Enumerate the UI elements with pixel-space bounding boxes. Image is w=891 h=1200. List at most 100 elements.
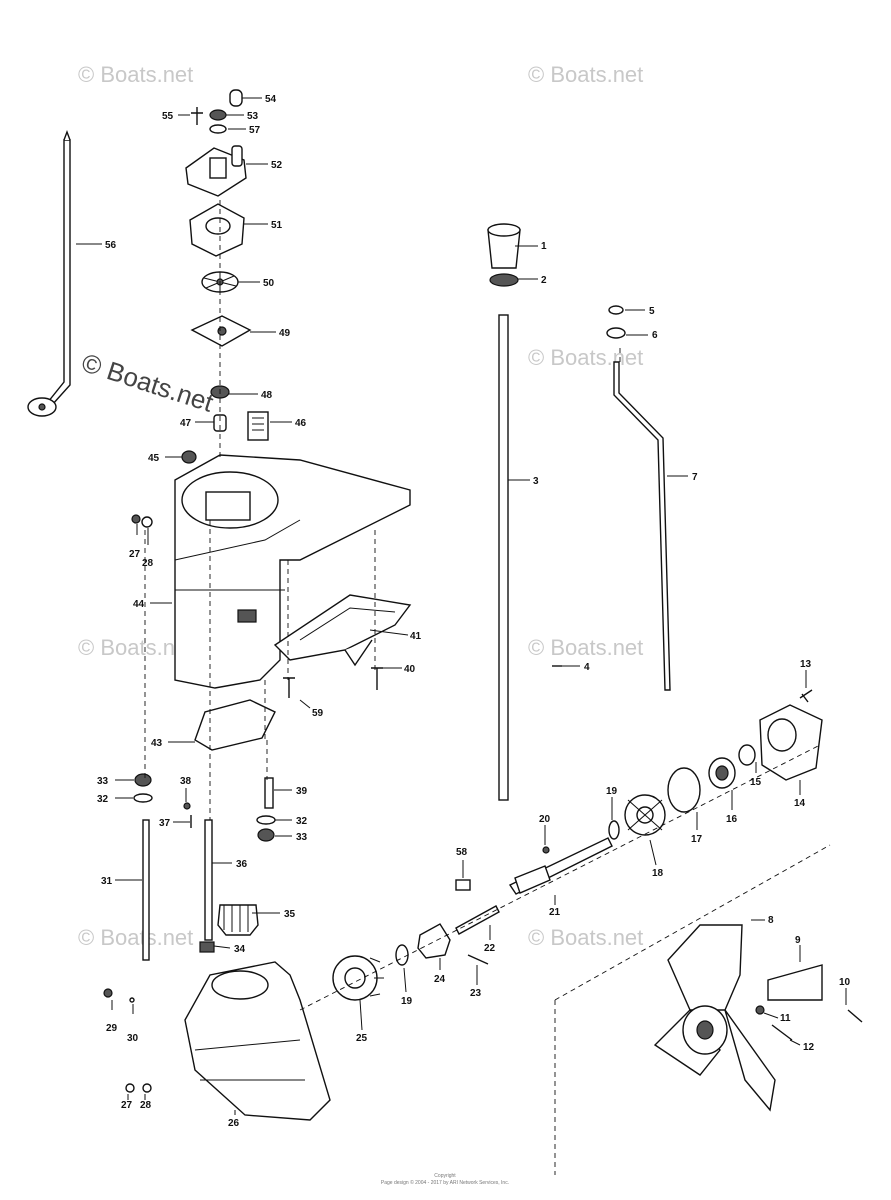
washer-part [606, 327, 626, 339]
part-label: 52 [271, 160, 283, 171]
bearing-part [708, 757, 736, 789]
part-label: 51 [271, 220, 283, 231]
cotter-pin-part [847, 1009, 863, 1023]
part-label: 20 [539, 814, 551, 825]
seal-part [738, 744, 756, 766]
watermark: © Boats.net [528, 345, 643, 370]
part-label: 27 [121, 1100, 133, 1111]
bushing-top [487, 223, 521, 237]
part-label: 31 [101, 876, 113, 887]
alignment-lines [144, 200, 831, 1175]
part-label: 3 [533, 476, 539, 487]
part-label: 57 [249, 125, 261, 136]
thrust-washer-part [608, 820, 620, 840]
part-label: 1 [541, 241, 547, 252]
washer-part [256, 815, 276, 825]
cavitation-plate-part [273, 594, 412, 667]
part-label: 17 [691, 834, 703, 845]
pin-part [229, 89, 243, 107]
screw-part [371, 667, 383, 690]
part-label: 11 [780, 1013, 791, 1024]
part-label: 16 [726, 814, 738, 825]
bearing-housing-part [759, 704, 823, 781]
part-label: 25 [356, 1033, 368, 1044]
seal-part [209, 109, 227, 121]
part-label: 34 [234, 944, 246, 955]
part-label: 38 [180, 776, 192, 787]
plug-part [103, 988, 113, 998]
dowel-part [183, 802, 191, 810]
part-label: 4 [584, 662, 590, 673]
watermark: © Boats.net [78, 925, 193, 950]
drive-pin-part [771, 1024, 793, 1041]
nut-part [257, 828, 275, 842]
part-label: 26 [228, 1118, 240, 1129]
shift-rod-part [613, 361, 671, 691]
o-ring-part [608, 305, 624, 315]
part-label: 32 [296, 816, 308, 827]
part-label: 6 [652, 330, 658, 341]
part-label: 30 [127, 1033, 139, 1044]
forward-gear-part [332, 955, 384, 1001]
screw-part [799, 689, 813, 703]
part-label: 21 [549, 907, 561, 918]
part-label: 5 [649, 306, 655, 317]
part-label: 32 [97, 794, 109, 805]
part-label: 22 [484, 943, 496, 954]
drive-shaft-housing-part [174, 454, 411, 689]
retainer-part [199, 941, 215, 953]
washer-part [133, 793, 153, 803]
screw-part [125, 1083, 135, 1093]
pin-part [467, 954, 489, 965]
shift-rod-part [27, 130, 71, 417]
footer-line: Copyright [434, 1173, 456, 1179]
part-label: 33 [97, 776, 109, 787]
part-label: 28 [142, 558, 154, 569]
ball-part [542, 846, 550, 854]
impeller-housing-part [189, 203, 245, 257]
part-label: 18 [652, 868, 664, 879]
part-label: 39 [296, 786, 308, 797]
part-label: 12 [803, 1042, 815, 1053]
part-label: 50 [263, 278, 275, 289]
seal-part [489, 273, 519, 287]
washer-part [142, 1083, 152, 1093]
part-label: 44 [133, 599, 145, 610]
part-label: 33 [296, 832, 308, 843]
footer: Copyright Page design © 2004 - 2017 by A… [381, 1173, 509, 1186]
reverse-gear-part [624, 794, 666, 836]
part-label: 45 [148, 453, 160, 464]
part-label: 53 [247, 111, 259, 122]
part-label: 28 [140, 1100, 152, 1111]
water-tube-fitting-part [247, 411, 269, 441]
footer-line: Page design © 2004 - 2017 by ARI Network… [381, 1179, 509, 1186]
part-label: 37 [159, 818, 171, 829]
leader-lines [76, 97, 847, 1115]
part-label: 29 [106, 1023, 118, 1034]
screw-part [191, 107, 203, 125]
watermark: © Boats.net [528, 635, 643, 660]
wear-plate-part [190, 315, 252, 347]
part-label: 10 [839, 977, 851, 988]
part-label: 55 [162, 111, 174, 122]
part-label: 41 [410, 631, 422, 642]
part-label: 7 [692, 472, 698, 483]
part-label: 59 [312, 708, 324, 719]
part-label: 15 [750, 777, 762, 788]
bushing-part [213, 414, 227, 432]
watermark: © Boats.net [528, 62, 643, 87]
watermark: © Boats.net [528, 925, 643, 950]
part-label: 56 [105, 240, 117, 251]
part-label: 43 [151, 738, 163, 749]
drive-shaft-part [204, 819, 213, 941]
propeller-nut-part [767, 964, 823, 1001]
washer-part [209, 124, 227, 134]
part-label: 46 [295, 418, 307, 429]
pin-part [129, 997, 135, 1003]
pump-housing-part [185, 145, 247, 197]
clip-part [455, 879, 471, 891]
part-label: 48 [261, 390, 273, 401]
part-label: 8 [768, 915, 774, 926]
part-label: 19 [606, 786, 618, 797]
part-label: 40 [404, 664, 416, 675]
